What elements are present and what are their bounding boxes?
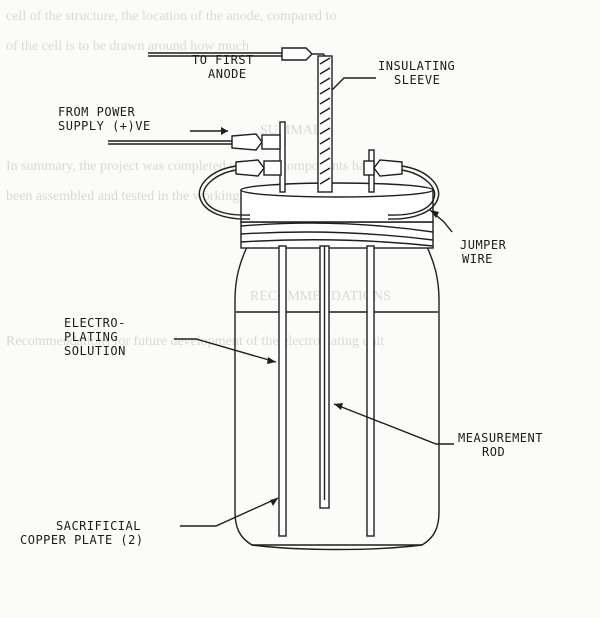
label-electroplating-line3: SOLUTION (64, 344, 126, 358)
jar-lid (240, 182, 434, 223)
diagram-labels: TO FIRST ANODE INSULATING SLEEVE FROM PO… (20, 53, 543, 547)
label-sacrificial-plate-line1: SACRIFICIAL (56, 519, 141, 533)
jumper-wire (198, 159, 440, 220)
label-from-power-supply-line1: FROM POWER (58, 105, 136, 119)
label-electroplating-line2: PLATING (64, 330, 118, 344)
label-to-first-anode-line1: TO FIRST (192, 53, 254, 67)
measurement-rod (319, 245, 330, 509)
insulating-sleeve (317, 55, 333, 193)
svg-text:of the cell is to be drawn aro: of the cell is to be drawn around how mu… (6, 39, 249, 54)
svg-text:cell of the structure, the loc: cell of the structure, the location of t… (6, 9, 336, 24)
label-insulating-sleeve-line1: INSULATING (378, 59, 455, 73)
label-measurement-rod-line1: MEASUREMENT (458, 431, 543, 445)
label-jumper-wire-line2: WIRE (462, 252, 493, 266)
label-electroplating-line1: ELECTRO- (64, 316, 126, 330)
label-insulating-sleeve-line2: SLEEVE (394, 73, 440, 87)
leader-lines (174, 77, 454, 527)
power-supply-lead (108, 133, 281, 151)
svg-text:Recommendations for future dev: Recommendations for future development o… (6, 334, 384, 349)
label-jumper-wire-line1: JUMPER (460, 238, 507, 252)
label-to-first-anode-line2: ANODE (208, 67, 247, 81)
label-from-power-supply-line2: SUPPLY (+)VE (58, 119, 151, 133)
label-sacrificial-plate-line2: COPPER PLATE (2) (20, 533, 144, 547)
svg-text:In summary, the project was co: In summary, the project was completed wh… (6, 159, 372, 174)
copper-plate-left (278, 245, 287, 537)
label-measurement-rod-line2: ROD (482, 445, 505, 459)
glass-jar (234, 246, 440, 551)
copper-plate-right (366, 245, 375, 537)
svg-text:SUMMARY: SUMMARY (260, 123, 332, 138)
jar-threaded-neck (240, 221, 434, 249)
anode-lead-wire (148, 47, 325, 61)
